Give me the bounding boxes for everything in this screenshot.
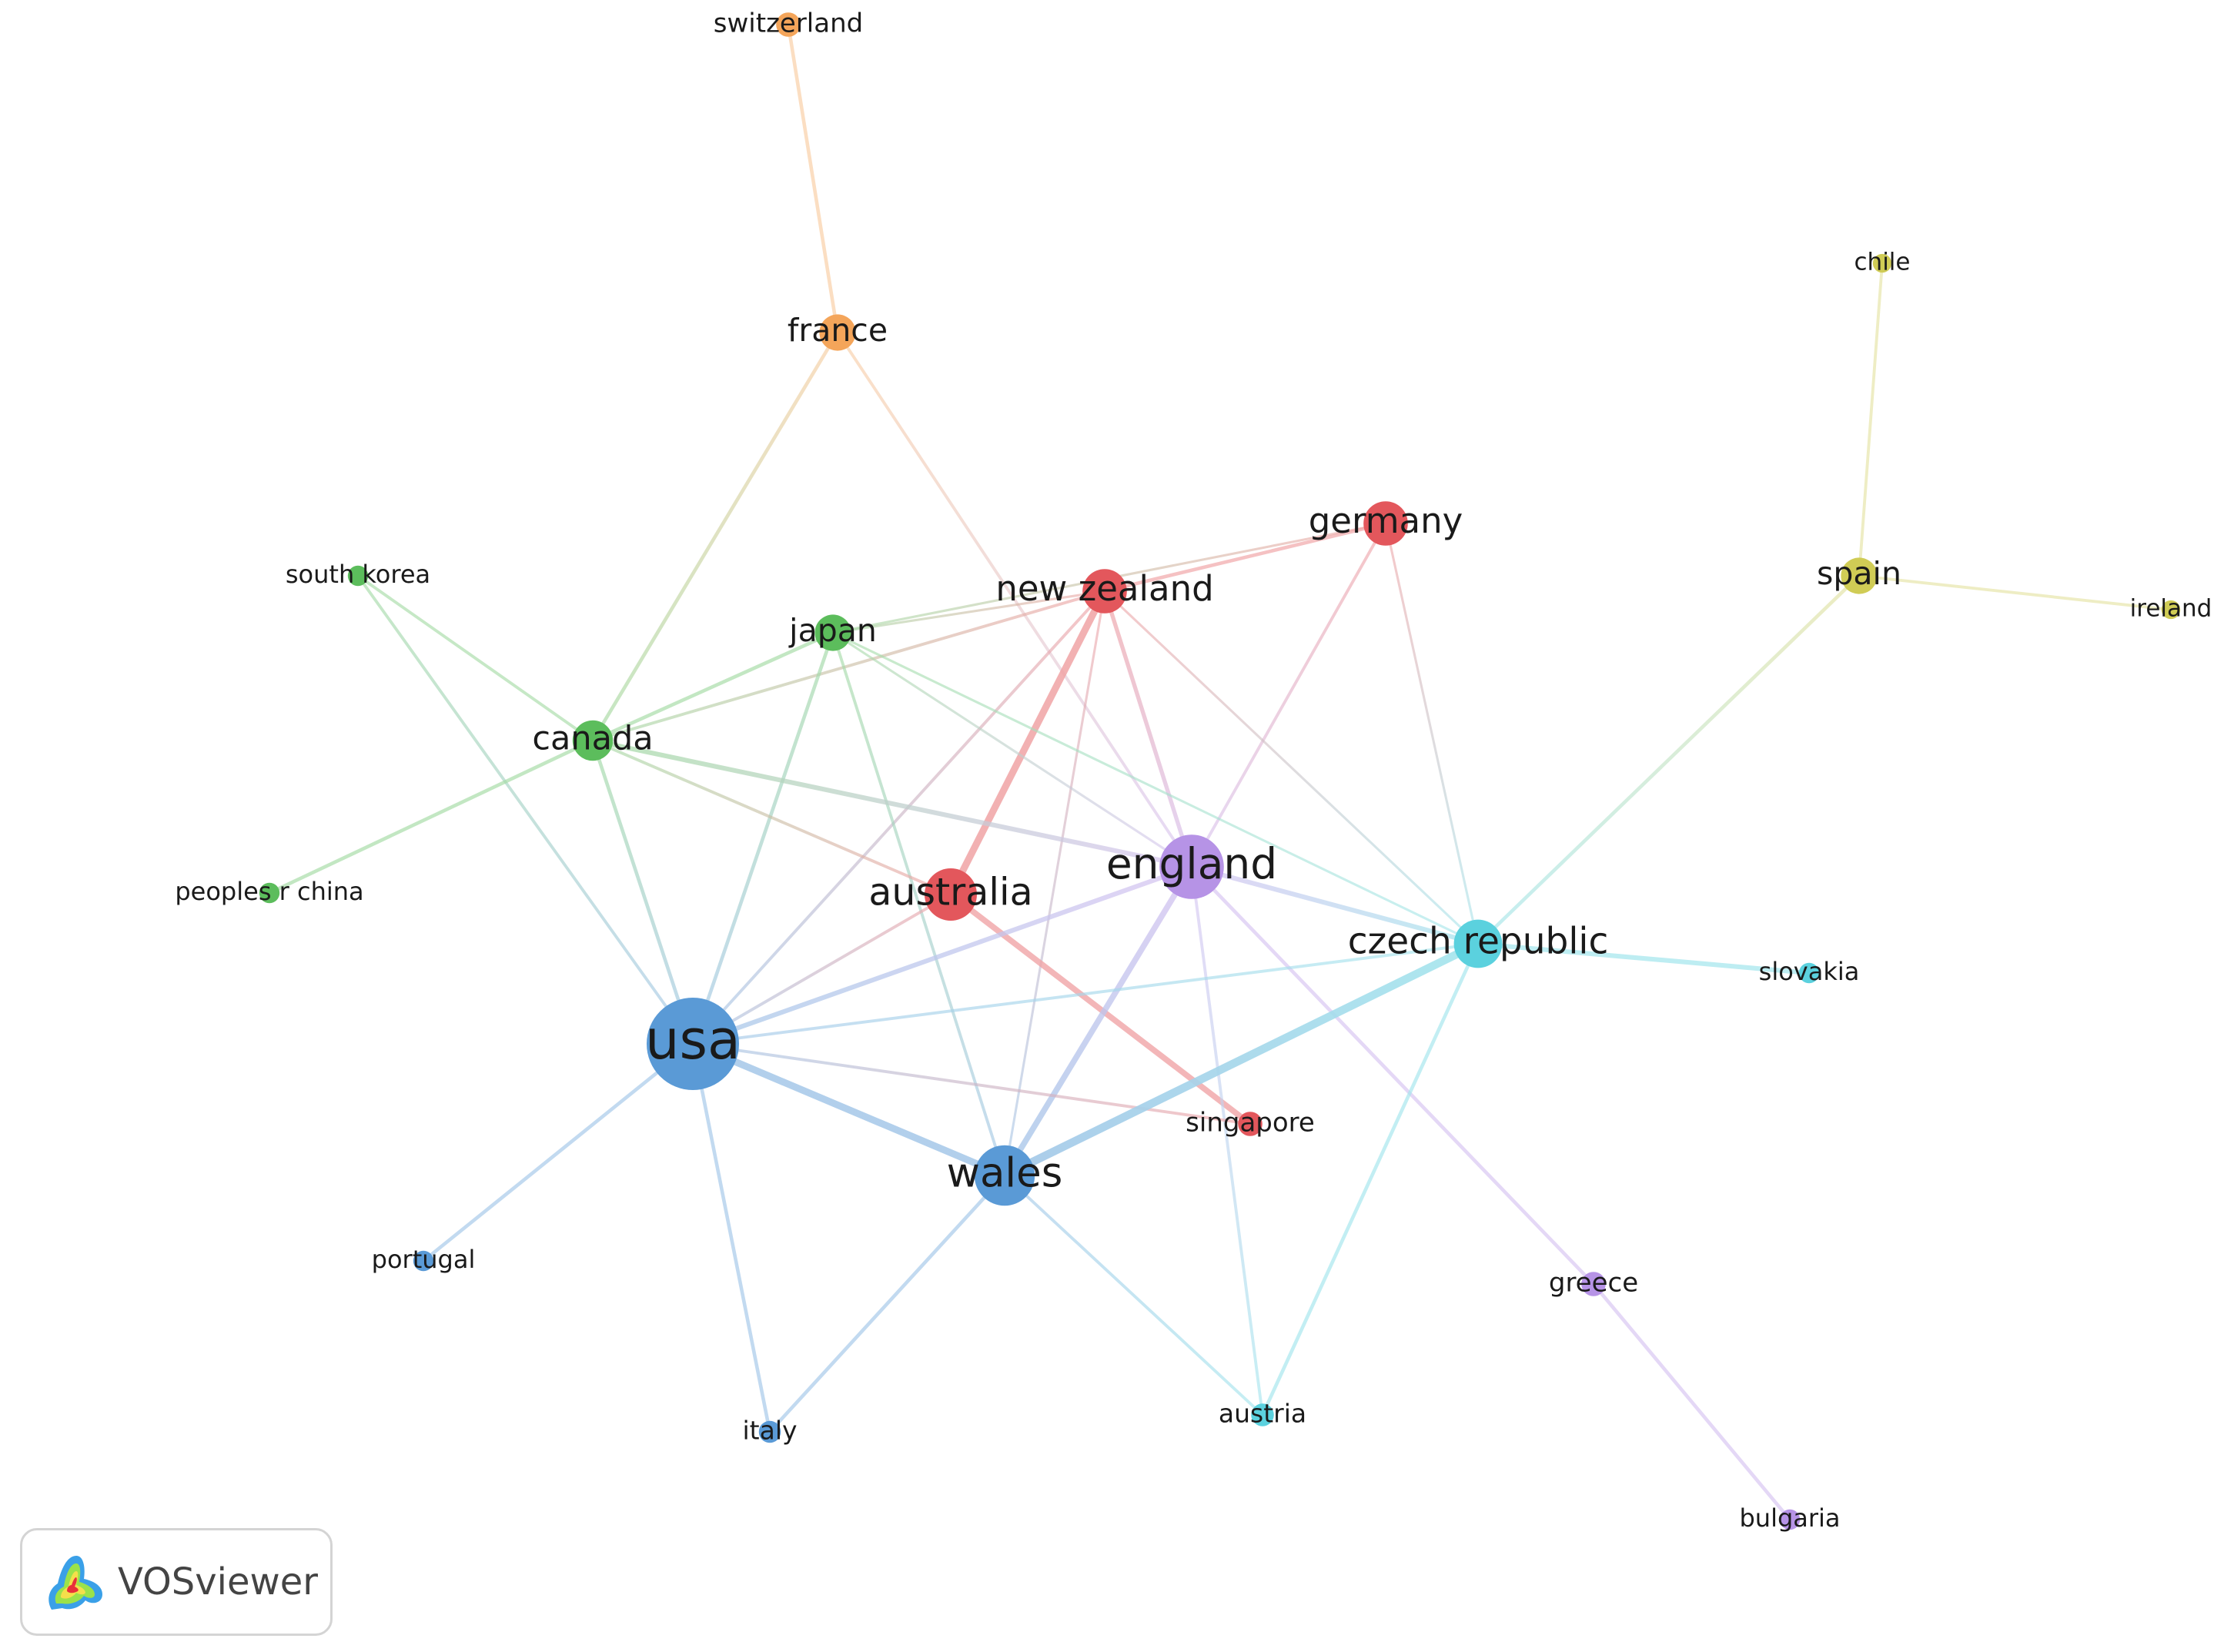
node-label-czech_republic: czech republic xyxy=(1348,921,1609,963)
node-england[interactable] xyxy=(1159,834,1224,899)
node-greece[interactable] xyxy=(1581,1272,1606,1296)
link-usa-italy xyxy=(691,1042,772,1434)
link-usa-portugal xyxy=(421,1042,695,1263)
link-england-czech_republic xyxy=(1189,864,1481,947)
link-england-wales xyxy=(1002,864,1195,1179)
link-greece-bulgaria xyxy=(1591,1282,1792,1522)
node-south_korea[interactable] xyxy=(347,565,369,587)
link-england-greece xyxy=(1189,864,1596,1286)
link-spain-ireland xyxy=(1858,574,2172,611)
link-new_zealand-wales xyxy=(1003,590,1106,1177)
link-canada-australia xyxy=(591,739,952,896)
labels-layer: usa wales portugal italy england greece bulgar… xyxy=(175,8,2212,1533)
node-label-england: england xyxy=(1106,839,1277,888)
link-australia-usa xyxy=(691,893,952,1045)
link-england-austria xyxy=(1190,865,1264,1416)
node-new_zealand[interactable] xyxy=(1082,569,1127,614)
link-usa-wales xyxy=(689,1040,1008,1179)
node-label-usa: usa xyxy=(645,1008,741,1072)
node-label-new_zealand: new zealand xyxy=(995,568,1213,609)
link-france-canada xyxy=(590,330,840,743)
link-new_zealand-canada xyxy=(591,590,1106,742)
link-germany-czech_republic xyxy=(1384,522,1480,945)
link-australia-singapore xyxy=(948,891,1253,1127)
node-label-australia: australia xyxy=(868,871,1032,915)
link-south_korea-canada xyxy=(356,574,594,742)
node-ireland[interactable] xyxy=(2161,600,2181,620)
node-label-chile: chile xyxy=(1854,249,1911,276)
node-label-south_korea: south korea xyxy=(286,560,430,589)
node-label-switzerland: switzerland xyxy=(714,8,863,39)
node-spain[interactable] xyxy=(1841,557,1878,594)
node-slovakia[interactable] xyxy=(1798,962,1820,984)
node-label-singapore: singapore xyxy=(1186,1108,1315,1139)
link-spain-czech_republic xyxy=(1476,574,1861,946)
link-new_zealand-australia xyxy=(947,587,1109,898)
node-label-greece: greece xyxy=(1549,1268,1638,1299)
node-label-peoples_r_china: peoples r china xyxy=(175,877,363,906)
node-label-portugal: portugal xyxy=(372,1245,476,1274)
node-canada[interactable] xyxy=(572,720,614,761)
link-south_korea-usa xyxy=(356,574,694,1045)
link-england-usa xyxy=(690,864,1195,1047)
link-canada-peoples_r_china xyxy=(267,738,595,895)
link-usa-singapore xyxy=(691,1042,1252,1125)
vosviewer-badge: VOSviewer xyxy=(20,1528,333,1636)
node-germany[interactable] xyxy=(1363,501,1408,546)
brand-name: VOSviewer xyxy=(118,1560,319,1604)
link-usa-czech_republic xyxy=(691,942,1480,1045)
link-wales-austria xyxy=(1003,1174,1264,1416)
node-austria[interactable] xyxy=(1251,1403,1274,1426)
link-chile-spain xyxy=(1858,262,1884,577)
link-germany-new_zealand xyxy=(1102,521,1388,594)
node-label-france: france xyxy=(788,312,888,349)
node-japan[interactable] xyxy=(814,614,851,651)
link-japan-usa xyxy=(691,630,835,1046)
link-canada-england xyxy=(590,737,1195,870)
node-label-germany: germany xyxy=(1309,500,1463,541)
vosviewer-logo-icon xyxy=(48,1556,103,1610)
link-wales-czech_republic xyxy=(1000,939,1483,1180)
link-canada-usa xyxy=(590,738,695,1046)
node-label-slovakia: slovakia xyxy=(1759,957,1860,986)
node-peoples_r_china[interactable] xyxy=(259,882,280,904)
node-label-ireland: ireland xyxy=(2130,595,2212,623)
node-label-japan: japan xyxy=(788,612,877,649)
link-japan-czech_republic xyxy=(831,631,1480,945)
link-new_zealand-japan xyxy=(831,590,1106,634)
node-label-spain: spain xyxy=(1817,555,1901,592)
link-japan-england xyxy=(831,631,1193,868)
node-singapore[interactable] xyxy=(1238,1112,1263,1136)
node-label-italy: italy xyxy=(742,1416,797,1446)
node-italy[interactable] xyxy=(758,1420,781,1443)
link-switzerland-france xyxy=(786,22,840,335)
link-new_zealand-england xyxy=(1102,589,1194,869)
link-germany-england xyxy=(1190,522,1387,868)
link-japan-canada xyxy=(590,630,835,743)
link-czech_republic-slovakia xyxy=(1475,941,1812,976)
link-wales-italy xyxy=(768,1173,1007,1434)
node-chile[interactable] xyxy=(1872,253,1892,273)
node-czech_republic[interactable] xyxy=(1453,919,1503,968)
node-label-bulgaria: bulgaria xyxy=(1739,1503,1840,1533)
node-switzerland[interactable] xyxy=(776,12,801,37)
node-label-wales: wales xyxy=(947,1150,1063,1197)
node-france[interactable] xyxy=(819,314,856,351)
node-australia[interactable] xyxy=(925,868,977,921)
node-wales[interactable] xyxy=(974,1145,1035,1206)
node-bulgaria[interactable] xyxy=(1779,1509,1801,1530)
node-label-canada: canada xyxy=(532,720,653,758)
nodes-layer xyxy=(259,12,2181,1530)
node-label-austria: austria xyxy=(1219,1399,1306,1429)
node-portugal[interactable] xyxy=(413,1250,434,1272)
link-czech_republic-austria xyxy=(1260,941,1480,1417)
link-new_zealand-usa xyxy=(691,590,1106,1045)
node-usa[interactable] xyxy=(647,998,739,1090)
links-layer xyxy=(267,22,2172,1522)
link-new_zealand-czech_republic xyxy=(1103,590,1480,945)
